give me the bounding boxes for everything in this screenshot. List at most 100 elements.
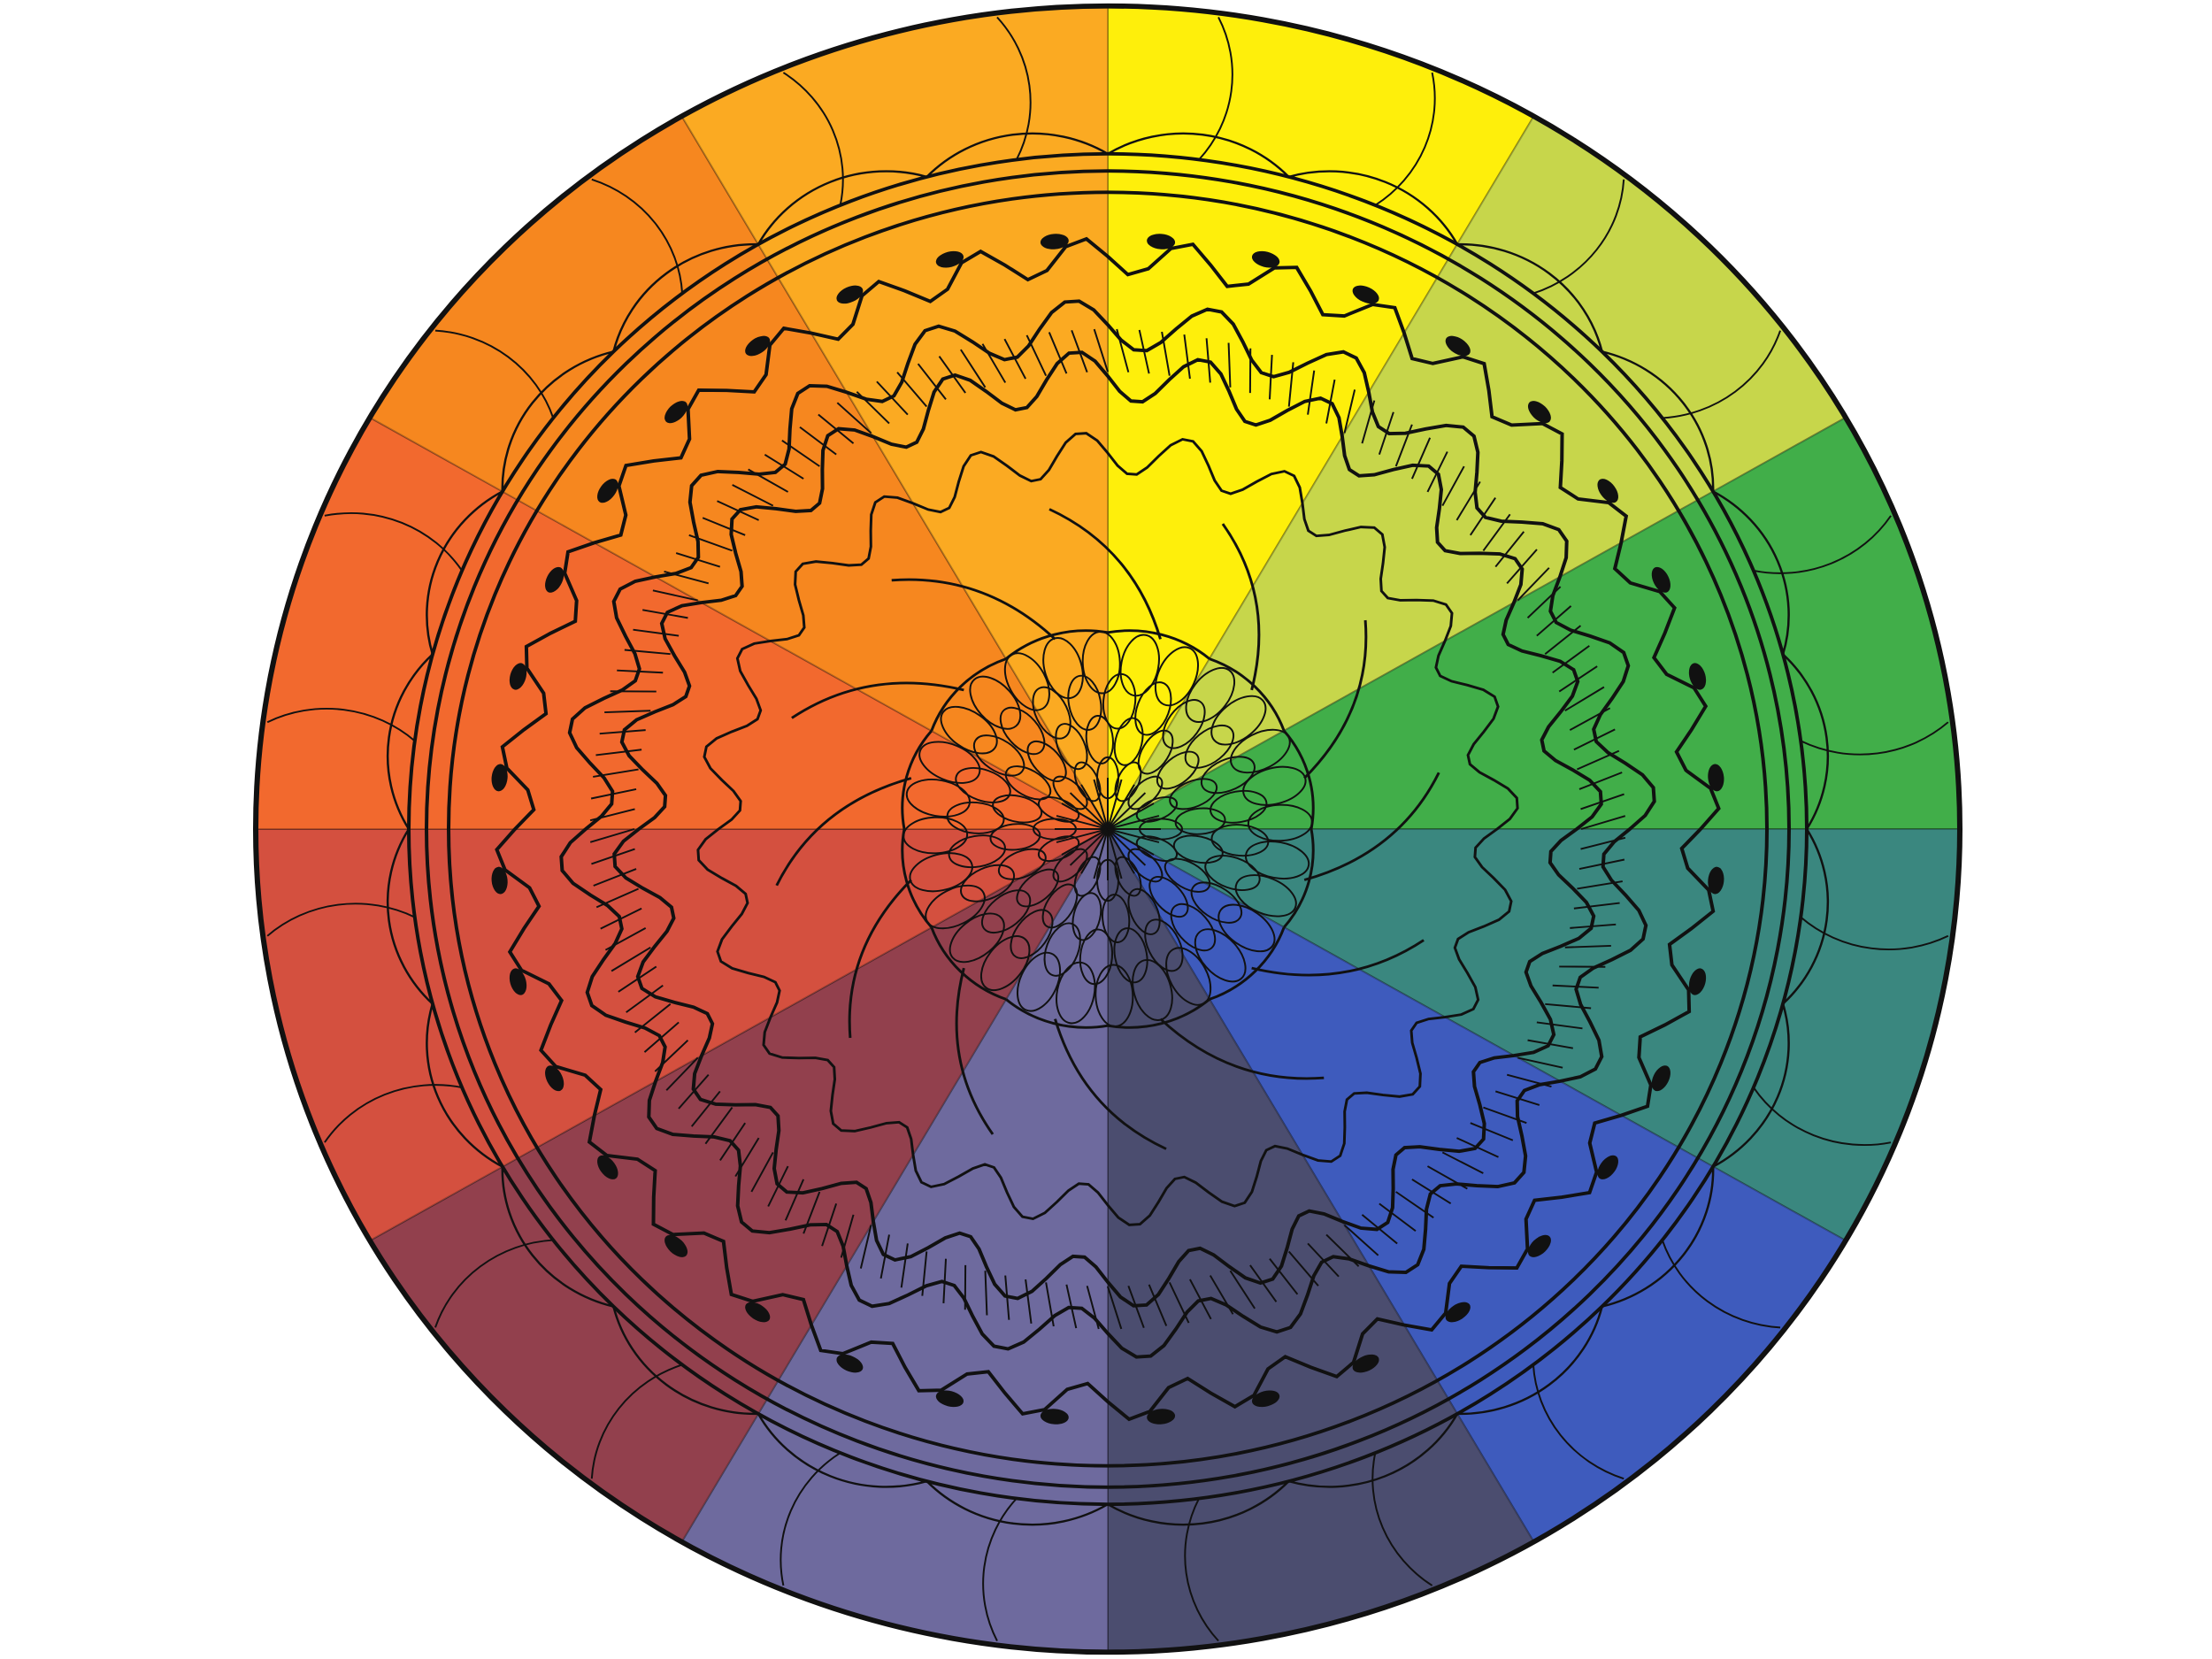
- hatch-line: [643, 1021, 680, 1053]
- leaf-dot: [545, 1065, 565, 1092]
- hatch-line: [764, 453, 804, 480]
- rosette-petal: [1230, 728, 1291, 774]
- outer-petal-inner: [324, 1084, 463, 1143]
- leaf-dot: [1527, 401, 1551, 424]
- center-ray: [1107, 828, 1123, 879]
- rosette-petal: [997, 848, 1047, 880]
- hatch-line: [688, 534, 733, 552]
- hatch-line: [1482, 513, 1511, 551]
- hatch-line: [1249, 1264, 1278, 1302]
- rosette-petal: [1102, 672, 1137, 730]
- hatch-line: [1470, 1122, 1514, 1141]
- hatch-line: [1441, 465, 1465, 507]
- center-ray: [1069, 792, 1109, 830]
- hatch-line: [1456, 1137, 1499, 1158]
- rosette-petal: [1162, 699, 1206, 749]
- hatch-line: [1517, 567, 1550, 602]
- leaf-dot: [1147, 234, 1176, 250]
- hatch-line: [1227, 342, 1232, 388]
- vine-line: [495, 236, 1721, 1422]
- hatch-line: [1580, 836, 1626, 850]
- hatch-line: [1494, 1090, 1540, 1106]
- leaf-dot: [935, 1390, 964, 1408]
- rosette-petal: [989, 823, 1041, 851]
- hatch-line: [593, 868, 637, 887]
- hatch-line: [1127, 1285, 1145, 1329]
- hatch-line: [1552, 984, 1599, 989]
- hatch-line: [818, 413, 855, 444]
- outer-petal-inner: [1532, 1364, 1624, 1480]
- hatch-line: [675, 552, 721, 568]
- outer-petal: [426, 490, 503, 655]
- hatch-line: [1577, 880, 1623, 890]
- hatch-line: [1093, 328, 1109, 373]
- rosette-petal: [1056, 961, 1096, 1025]
- hatch-line: [921, 1251, 928, 1296]
- petal-curve: [1048, 508, 1162, 640]
- hatch-line: [1558, 665, 1598, 693]
- rosette-petal: [1165, 947, 1212, 1006]
- outer-petal-inner: [780, 1452, 841, 1586]
- outer-petal-inner: [1753, 1087, 1892, 1147]
- rosette-petal: [969, 675, 1022, 730]
- leaf-dot: [545, 566, 565, 593]
- center-ray: [1107, 784, 1135, 830]
- hatch-line: [1394, 424, 1413, 467]
- hatch-line: [1048, 332, 1068, 374]
- leaf-dot: [1688, 968, 1707, 995]
- center-ray: [1069, 828, 1109, 866]
- rosette-petal: [1026, 740, 1067, 782]
- rosette-petal: [949, 912, 1005, 964]
- hatch-line: [1455, 480, 1481, 521]
- ring: [425, 169, 1791, 1489]
- rosette-petal: [1041, 883, 1079, 929]
- leaf-dot: [1040, 1409, 1069, 1425]
- rosette-petal: [1148, 876, 1189, 918]
- rosette-petal: [1004, 765, 1052, 801]
- hatch-line: [1494, 531, 1525, 568]
- hatch-line: [960, 349, 987, 388]
- rosette-petal: [960, 864, 1016, 902]
- rosette-petal: [1172, 834, 1224, 864]
- outer-petal: [386, 828, 434, 1005]
- hatch-line: [1469, 497, 1496, 536]
- leaf-dot: [1445, 335, 1471, 357]
- hatch-line: [1116, 328, 1130, 373]
- rosette-petal: [946, 801, 1005, 834]
- center-ray: [1107, 803, 1155, 830]
- center-ray: [1107, 828, 1147, 866]
- rosette-petal: [1170, 902, 1217, 952]
- hatch-line: [1411, 1179, 1452, 1205]
- hatch-line: [896, 372, 928, 408]
- rosette-petal: [955, 767, 1011, 803]
- leaf-dot: [1352, 1354, 1379, 1373]
- outer-petal-inner: [434, 1239, 554, 1328]
- hatch-line: [595, 749, 642, 757]
- leaf-dot: [509, 968, 527, 995]
- center-ray: [1080, 828, 1109, 874]
- petal-curve: [848, 879, 912, 1039]
- hatch-line: [984, 1271, 988, 1316]
- color-segments: [254, 4, 1962, 1654]
- inner-petal: [1107, 629, 1210, 660]
- rosette-petal: [1113, 927, 1148, 984]
- leaf-dot: [1708, 764, 1724, 792]
- leaf-dot: [664, 401, 688, 424]
- hatch-line: [1045, 1282, 1055, 1327]
- sprig-wave: [696, 432, 1519, 1226]
- outer-petal-inner: [1661, 1240, 1781, 1329]
- rosette-petal: [1174, 807, 1226, 835]
- rosette-petal: [1137, 729, 1174, 775]
- hatch-line: [821, 1203, 838, 1247]
- hatch-line: [840, 1214, 855, 1258]
- rosette-petal: [1245, 841, 1310, 879]
- hatch-line: [1071, 329, 1088, 373]
- outer-petal-inner: [996, 16, 1032, 160]
- rosette-petal: [1156, 750, 1200, 790]
- rosette-petal: [918, 741, 981, 784]
- outer-petal-inner: [590, 1363, 683, 1479]
- hatch-line: [734, 1137, 760, 1178]
- hatch-line: [1161, 331, 1171, 376]
- hatch-line: [719, 1122, 747, 1161]
- hatch-line: [591, 848, 635, 865]
